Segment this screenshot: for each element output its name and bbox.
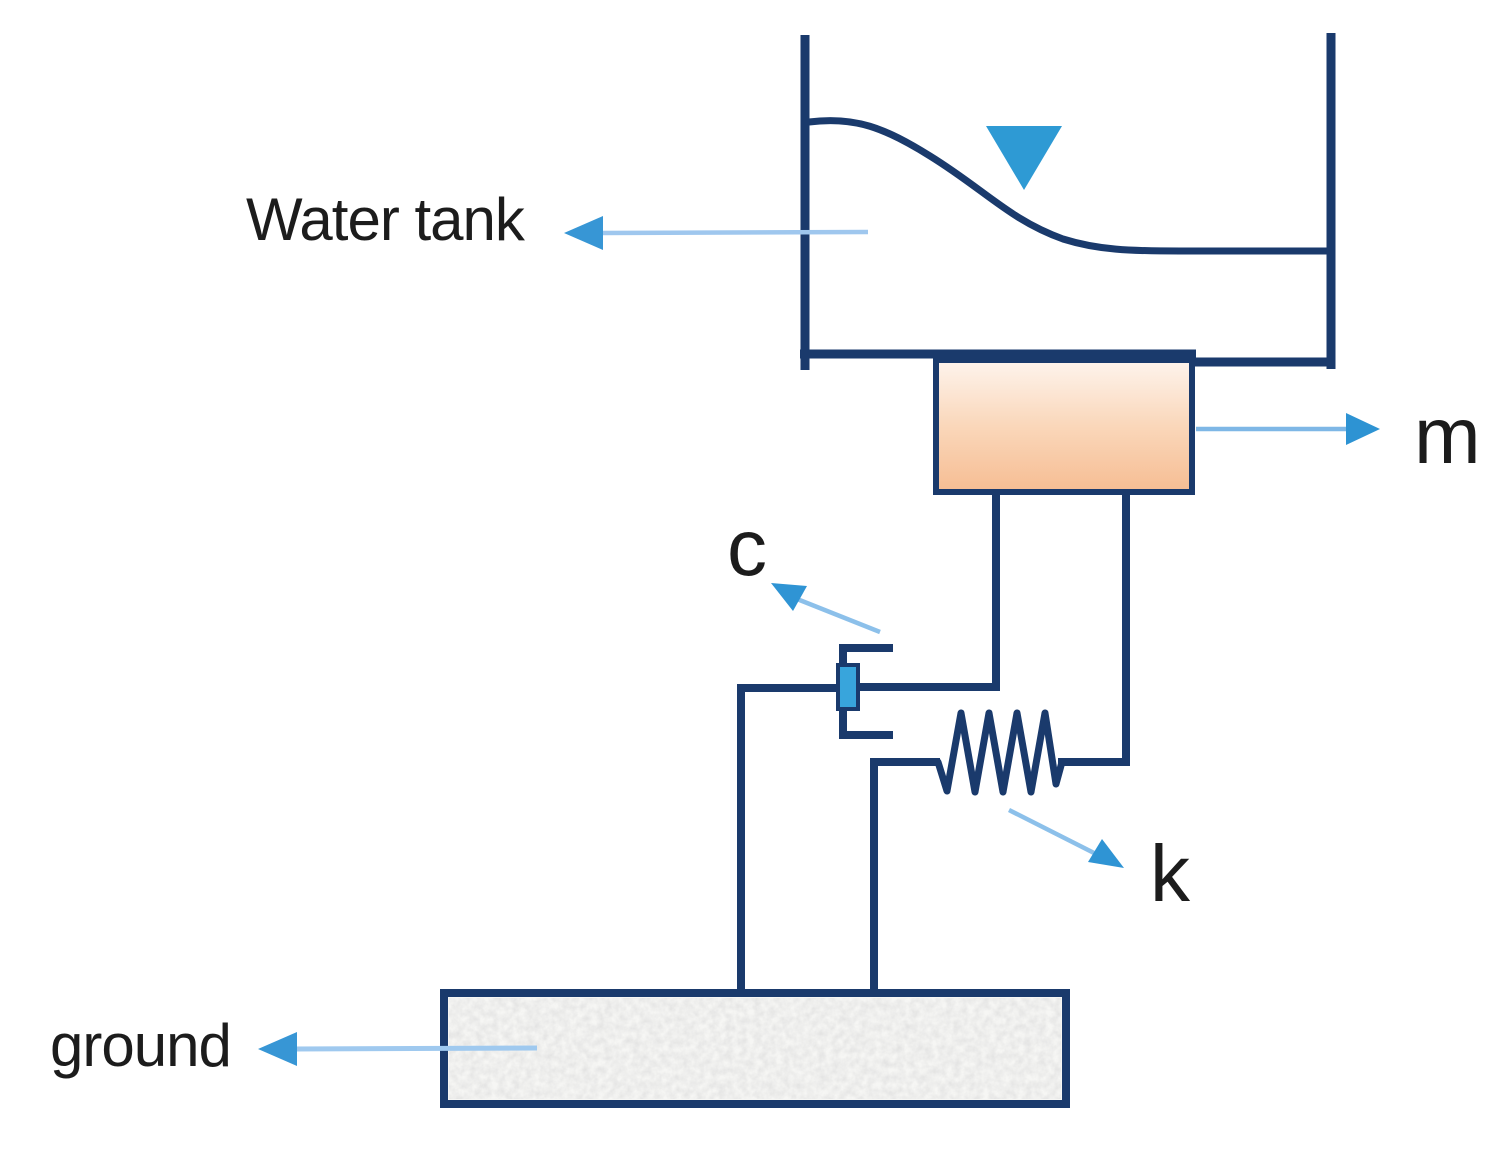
mass-arrowhead-icon: [1346, 413, 1380, 445]
water-tank-label: Water tank: [246, 186, 525, 253]
water-tank-arrow-line: [599, 229, 869, 236]
ground-label: ground: [50, 1012, 232, 1079]
spring-arrowhead-icon: [1088, 839, 1124, 868]
damper-piston: [836, 663, 860, 711]
linkage-lines: [737, 490, 1130, 994]
mass-label: m: [1414, 391, 1481, 480]
spring-arrow-line: [1007, 807, 1100, 858]
water-surface-curve: [808, 116, 1329, 255]
damper-arrowhead-icon: [771, 583, 807, 611]
ground-slab: [440, 989, 1070, 1108]
annotation-arrows: [258, 216, 1380, 1066]
damper: [836, 644, 893, 739]
water-level-marker-icon: [986, 126, 1062, 190]
stiffness-label: k: [1150, 829, 1190, 918]
damping-label: c: [727, 503, 767, 592]
water-tank: [800, 33, 1336, 370]
damper-arrow-line: [791, 594, 881, 635]
water-tank-arrowhead-icon: [564, 216, 603, 250]
spring-zigzag: [934, 709, 1066, 796]
ground-arrowhead-icon: [258, 1032, 297, 1066]
ground-arrow-line: [293, 1045, 538, 1052]
ground-speckle-texture: [449, 998, 1061, 1099]
mass-block: [933, 357, 1195, 495]
